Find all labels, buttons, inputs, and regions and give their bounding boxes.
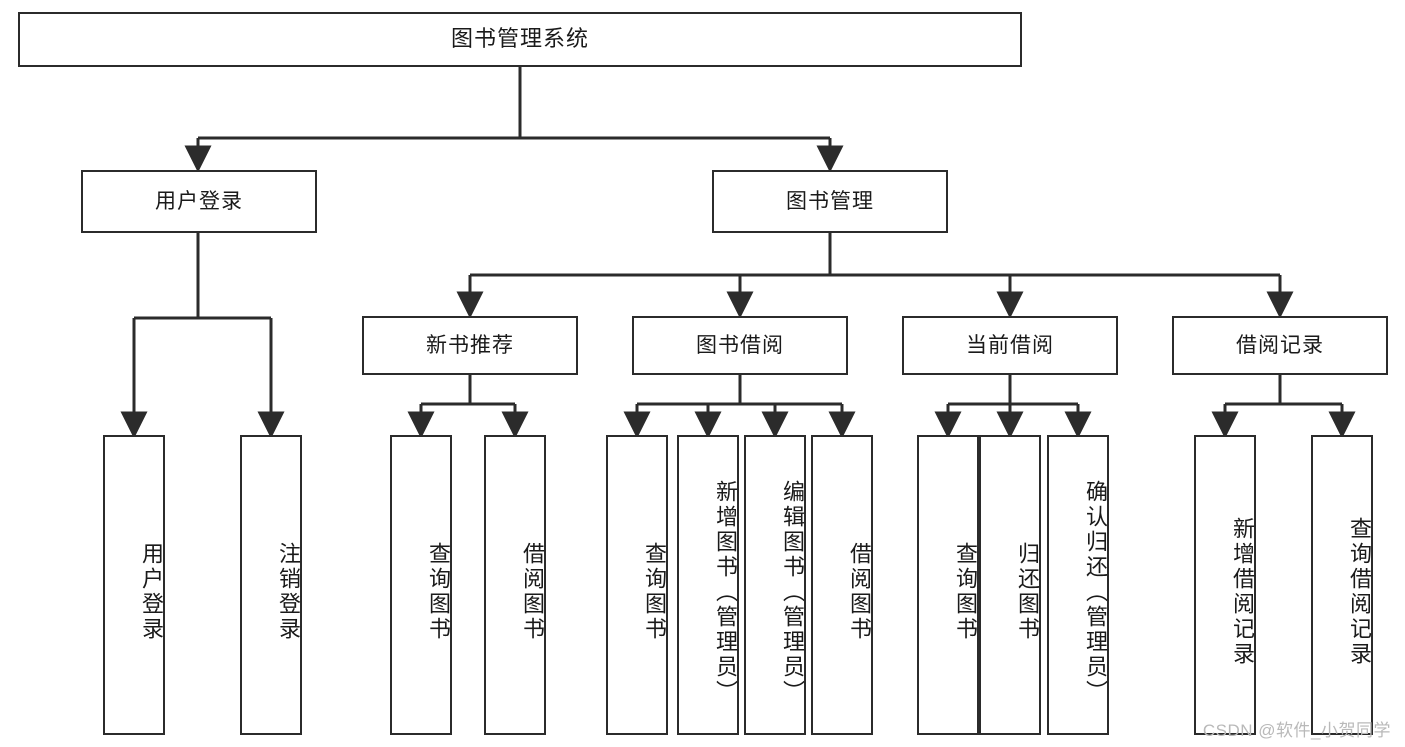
leaf-borrow-record-add[interactable]: 新增借阅记录 (1194, 435, 1256, 735)
node-label: 借阅图书 (847, 542, 872, 642)
leaf-borrow-record-query[interactable]: 查询借阅记录 (1311, 435, 1373, 735)
node-label: 查询图书 (642, 542, 667, 642)
leaf-book-borrow-query[interactable]: 查询图书 (606, 435, 668, 735)
node-label: 查询图书 (426, 542, 451, 642)
node-label: 当前借阅 (966, 333, 1054, 357)
node-root-book-management-system[interactable]: 图书管理系统 (18, 12, 1022, 67)
leaf-book-borrow-add[interactable]: 新增图书（管理员） (677, 435, 739, 735)
node-label: 新增图书（管理员） (713, 479, 738, 705)
leaf-current-borrow-return[interactable]: 归还图书 (979, 435, 1041, 735)
node-label: 借阅图书 (520, 542, 545, 642)
node-label: 注销登录 (276, 542, 301, 642)
node-label: 借阅记录 (1236, 333, 1324, 357)
node-label: 图书管理系统 (450, 26, 589, 52)
leaf-user-login-logout[interactable]: 注销登录 (240, 435, 302, 735)
leaf-user-login-login[interactable]: 用户登录 (103, 435, 165, 735)
leaf-new-book-query[interactable]: 查询图书 (390, 435, 452, 735)
node-current-borrow[interactable]: 当前借阅 (902, 316, 1118, 375)
node-label: 用户登录 (139, 542, 164, 642)
node-book-management[interactable]: 图书管理 (712, 170, 948, 233)
leaf-book-borrow-edit[interactable]: 编辑图书（管理员） (744, 435, 806, 735)
leaf-current-borrow-query[interactable]: 查询图书 (917, 435, 979, 735)
node-label: 确认归还（管理员） (1083, 479, 1108, 705)
node-label: 归还图书 (1015, 542, 1040, 642)
node-new-book-recommend[interactable]: 新书推荐 (362, 316, 578, 375)
leaf-new-book-borrow[interactable]: 借阅图书 (484, 435, 546, 735)
node-label: 新增借阅记录 (1230, 517, 1255, 667)
node-book-borrow[interactable]: 图书借阅 (632, 316, 848, 375)
node-user-login[interactable]: 用户登录 (81, 170, 317, 233)
node-label: 查询借阅记录 (1347, 517, 1372, 667)
watermark: CSDN @软件_小贺同学 (1202, 721, 1391, 740)
node-label: 图书管理 (786, 189, 874, 213)
node-label: 图书借阅 (696, 333, 784, 357)
leaf-book-borrow-borrow[interactable]: 借阅图书 (811, 435, 873, 735)
node-label: 用户登录 (155, 189, 243, 213)
node-label: 查询图书 (953, 542, 978, 642)
leaf-current-borrow-confirm-return[interactable]: 确认归还（管理员） (1047, 435, 1109, 735)
node-label: 新书推荐 (426, 333, 514, 357)
node-label: 编辑图书（管理员） (780, 479, 805, 705)
node-borrow-record[interactable]: 借阅记录 (1172, 316, 1388, 375)
